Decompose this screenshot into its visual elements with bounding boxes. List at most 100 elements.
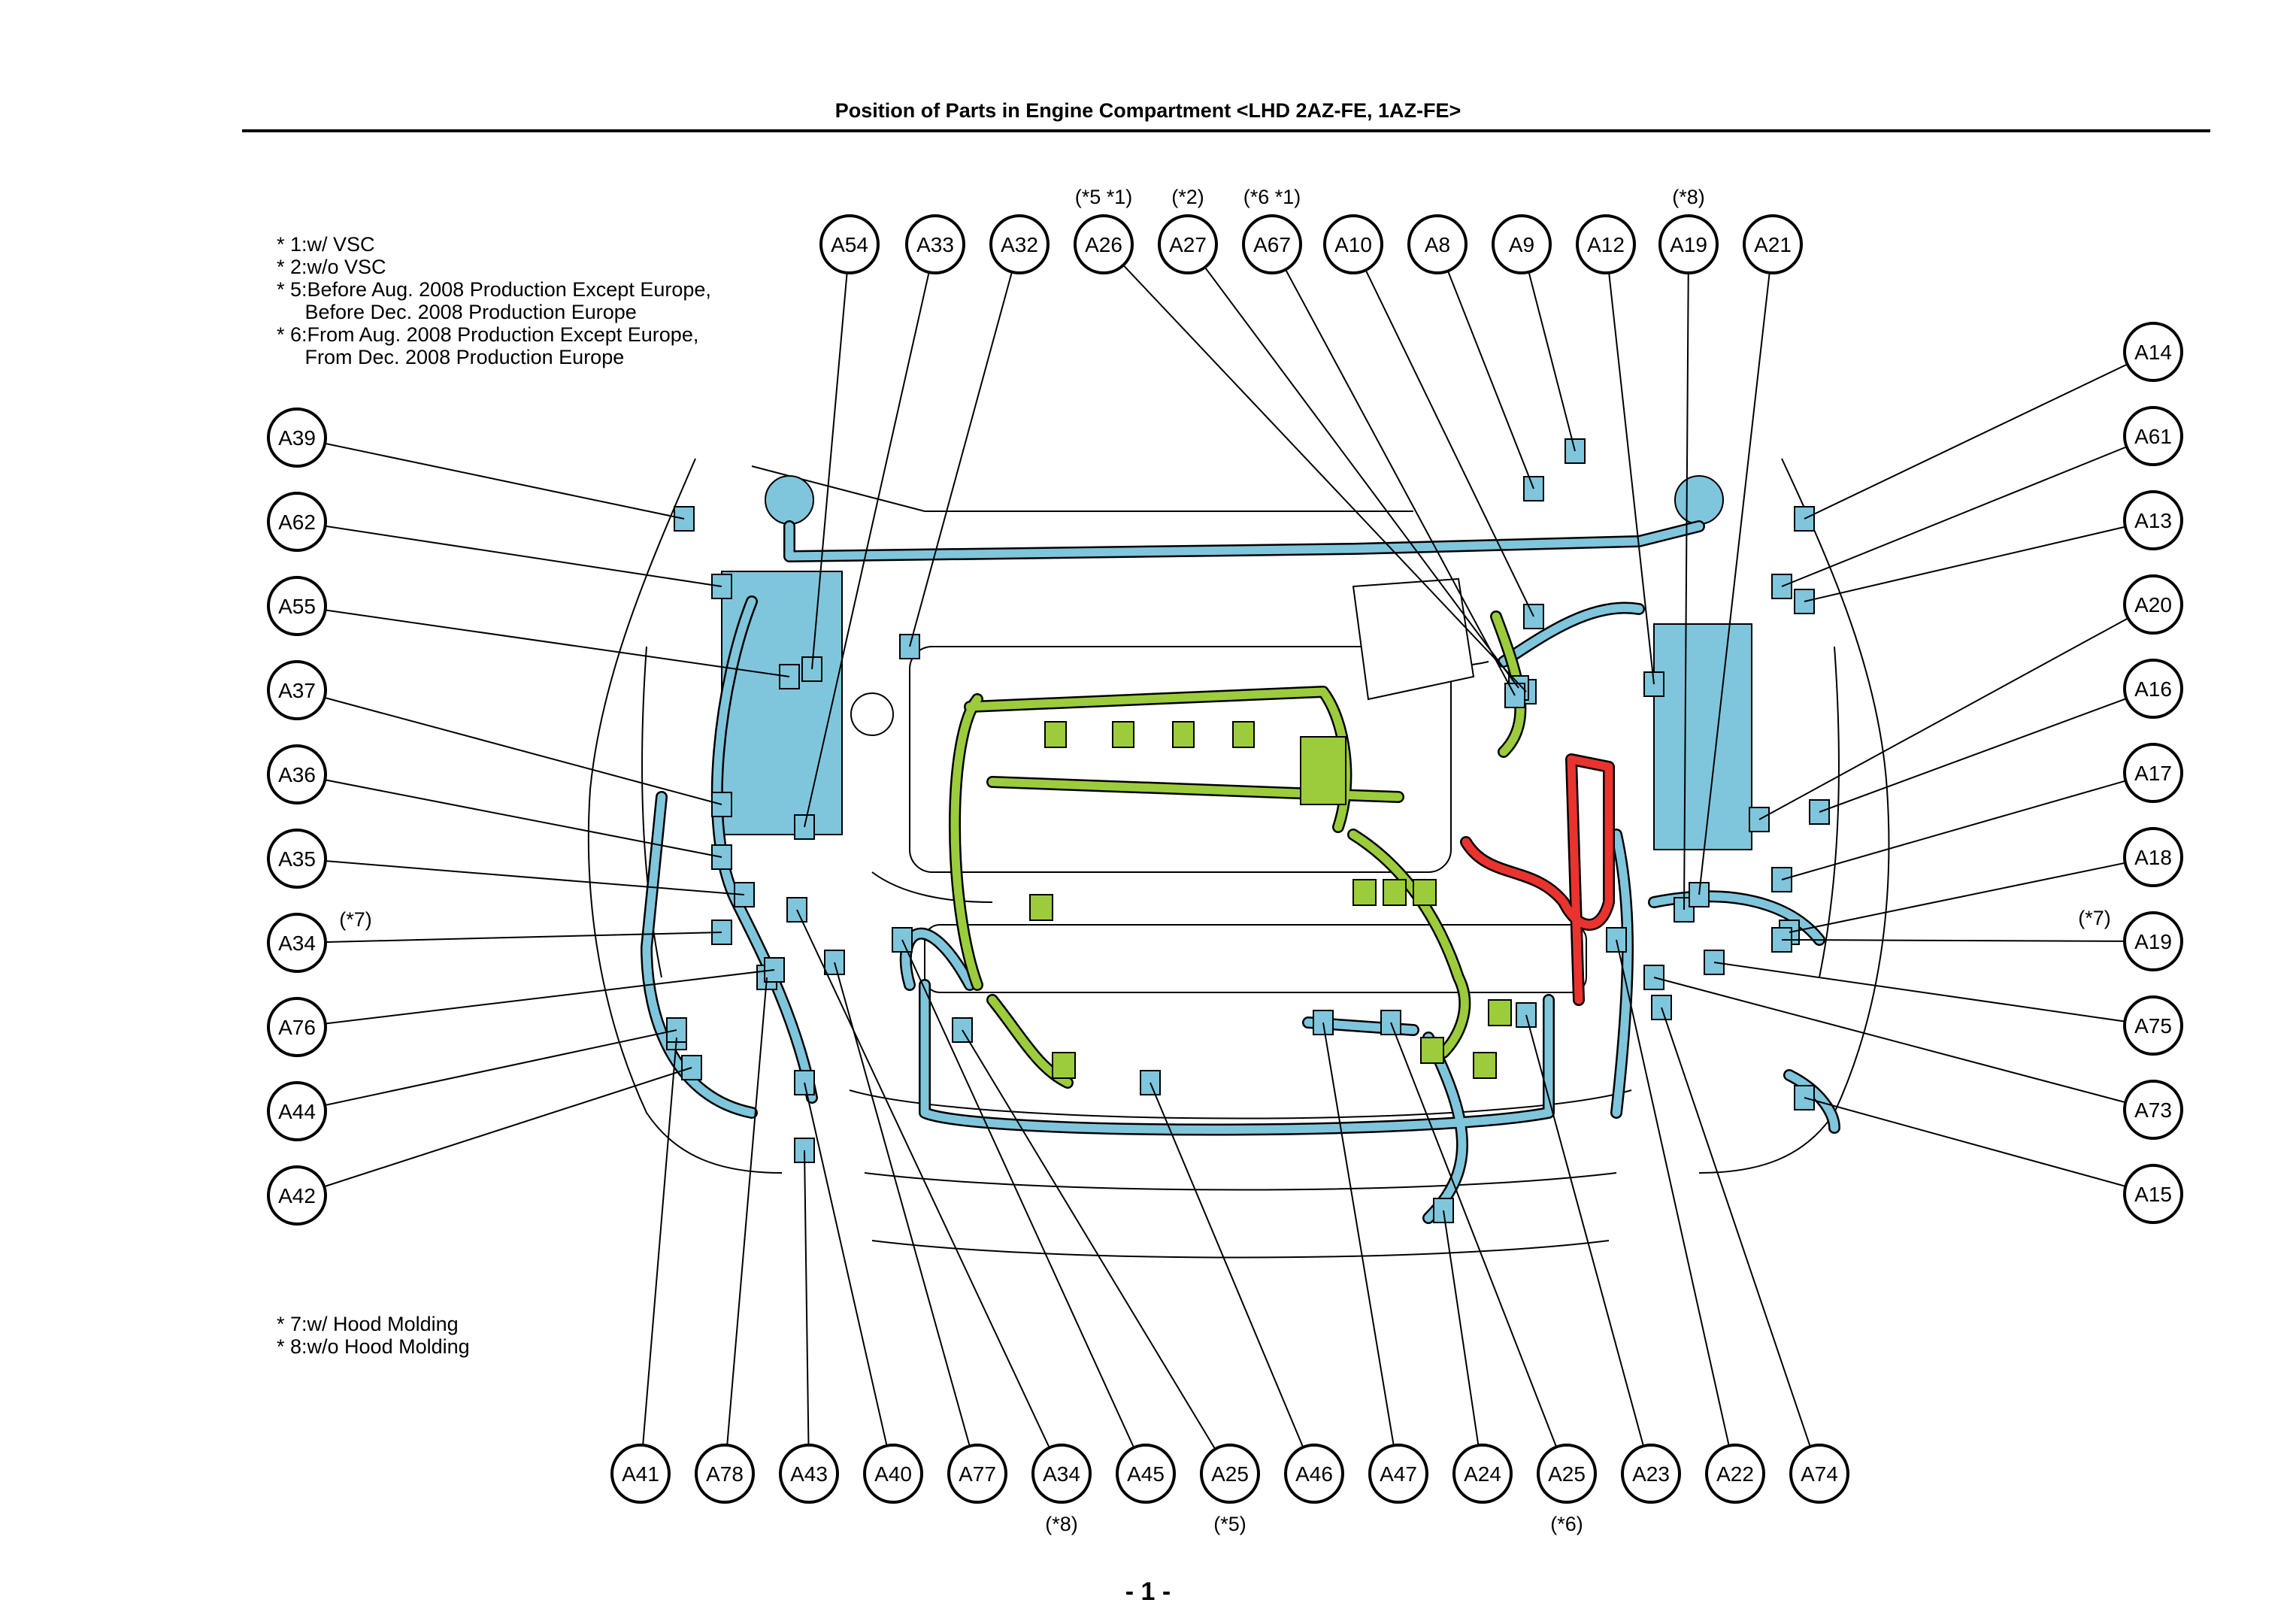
leader-line-a40 (804, 1082, 894, 1474)
note-line: * 1:w/ VSC (277, 233, 375, 256)
engine-connectors (1029, 721, 1512, 1079)
callout-bubble (1407, 214, 1468, 274)
callout-a25: A25(*5) (1200, 1444, 1260, 1535)
callout-bubble (267, 576, 327, 636)
callout-label: A23 (1632, 1462, 1670, 1486)
callout-label: A42 (278, 1184, 316, 1207)
callout-bubble (695, 1444, 755, 1504)
callout-qualifier: (*7) (339, 908, 372, 931)
callout-a15: A15 (2123, 1164, 2183, 1224)
page-title: Position of Parts in Engine Compartment … (834, 99, 1462, 122)
callout-bubble (1452, 1444, 1513, 1504)
callout-bubble (2123, 406, 2183, 466)
callout-label: A78 (706, 1462, 744, 1486)
callout-label: A55 (278, 595, 316, 618)
callout-a25: A25(*6) (1537, 1444, 1597, 1535)
leader-line-a44 (296, 1029, 677, 1112)
callout-label: A73 (2134, 1098, 2172, 1122)
leader-line-a42 (296, 1067, 692, 1196)
callout-a33: A33 (905, 214, 965, 274)
callout-label: A9 (1509, 233, 1534, 256)
callout-a42: A42 (267, 1165, 327, 1226)
callout-bubble (989, 214, 1050, 274)
callout-label: A22 (1716, 1462, 1754, 1486)
callout-bubble (1658, 214, 1719, 274)
callout-label: A33 (916, 233, 954, 256)
connector-marker (1313, 1010, 1334, 1035)
callout-label: A16 (2134, 677, 2172, 701)
callout-qualifier: (*5) (1213, 1513, 1246, 1535)
callout-a76: A76 (267, 997, 327, 1057)
callout-label: A13 (2134, 509, 2172, 532)
leader-line-a34 (296, 932, 722, 944)
callout-bubble (1492, 214, 1552, 274)
leader-line-a35 (296, 858, 745, 895)
callout-a34: A34 (*7) (267, 908, 372, 973)
leader-line-a15 (1804, 1097, 2154, 1195)
callout-label: A37 (278, 679, 316, 702)
leader-line-a41 (640, 1037, 677, 1474)
leader-line-a26 (1103, 244, 1527, 692)
callout-label: A44 (278, 1100, 316, 1123)
callout-a39: A39 (267, 408, 327, 468)
callout-a19: A19(*8) (1658, 186, 1719, 274)
callout-bubble (1074, 214, 1134, 274)
callout-bubble (2123, 911, 2183, 971)
callout-a12: A12 (1576, 214, 1636, 274)
leader-line-a74 (1661, 1007, 1820, 1474)
callout-label: A46 (1295, 1462, 1333, 1486)
note-line: * 2:w/o VSC (277, 256, 386, 278)
leader-line-a77 (834, 962, 978, 1474)
callout-bubble (1368, 1444, 1428, 1504)
leader-line-a62 (296, 521, 722, 587)
callout-label: A76 (278, 1016, 316, 1039)
callout-a77: A77 (947, 1444, 1007, 1504)
leader-line-a24 (1443, 1210, 1483, 1474)
leader-line-a76 (296, 969, 775, 1028)
connector-marker (1516, 1002, 1537, 1028)
callout-a37: A37 (267, 660, 327, 720)
connector-marker (1643, 965, 1664, 990)
callout-a22: A22 (1705, 1444, 1765, 1504)
leader-line-a10 (1352, 244, 1534, 617)
callout-a40: A40 (863, 1444, 923, 1504)
callout-a61: A61 (2123, 406, 2183, 466)
callout-label: A32 (1001, 233, 1038, 256)
callout-qualifier: (*8) (1045, 1513, 1078, 1535)
leader-line-a34 (796, 909, 1062, 1474)
leader-line-a22 (1616, 939, 1736, 1474)
note-line: * 8:w/o Hood Molding (277, 1335, 470, 1358)
callout-bubble (267, 913, 327, 973)
callout-bubble (2123, 1164, 2183, 1224)
vehicle-outline (587, 458, 1890, 1259)
callout-a73: A73 (2123, 1080, 2183, 1140)
callout-qualifier: (*7) (2078, 907, 2111, 929)
callout-a10: A10 (1323, 214, 1383, 274)
callout-label: A75 (2134, 1014, 2172, 1038)
leader-line-a17 (1781, 772, 2154, 880)
leader-line-a54 (811, 244, 850, 670)
note-line: * 6:From Aug. 2008 Production Except Eur… (277, 323, 699, 346)
callout-bubble (1323, 214, 1383, 274)
callout-a54: A54 (819, 214, 880, 274)
callout-label: A14 (2134, 341, 2172, 364)
callout-a55: A55 (267, 576, 327, 636)
callout-bubble (267, 492, 327, 552)
callout-bubble (1743, 214, 1803, 274)
callout-label: A15 (2134, 1183, 2172, 1206)
harness-green-fill (950, 612, 1525, 1087)
callout-label: A27 (1169, 233, 1207, 256)
leader-line-a16 (1819, 688, 2154, 813)
leader-line-a43 (804, 1150, 810, 1474)
callout-bubble (863, 1444, 923, 1504)
callout-bubble (2123, 1080, 2183, 1140)
leader-line-a23 (1525, 1014, 1652, 1474)
callout-label: A34 (278, 932, 316, 955)
callout-bubble (2123, 574, 2183, 635)
callout-a41: A41 (610, 1444, 671, 1504)
leader-line-a37 (296, 689, 722, 805)
harness-red (1460, 753, 1615, 1006)
leader-line-a25 (1390, 1022, 1568, 1474)
leader-line-a27 (1187, 244, 1519, 689)
